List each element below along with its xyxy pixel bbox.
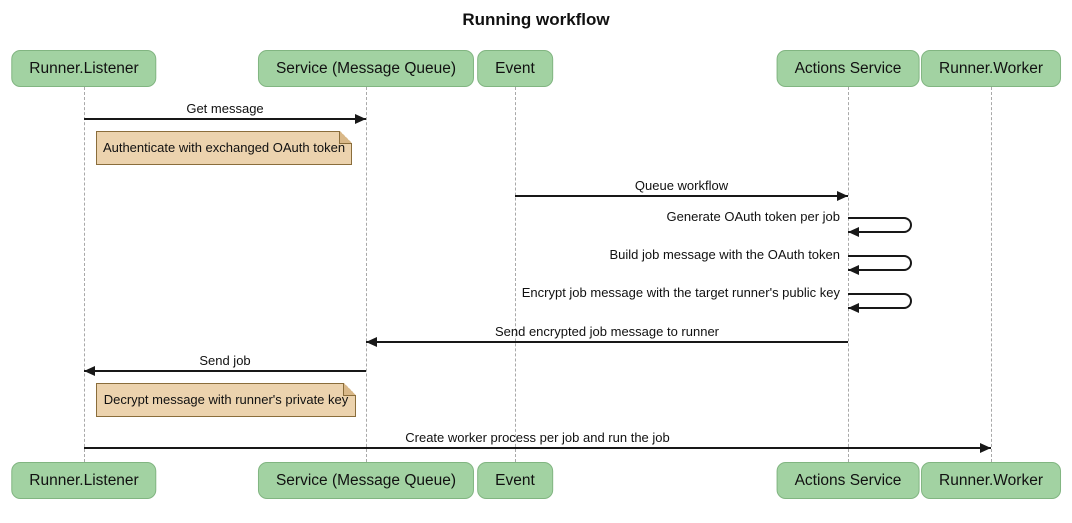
- message-line: [515, 195, 848, 197]
- self-message-loop: [848, 255, 912, 271]
- actor-box-top-event: Event: [477, 50, 553, 87]
- self-message-label: Build job message with the OAuth token: [609, 247, 840, 262]
- self-message-label: Generate OAuth token per job: [666, 209, 840, 224]
- arrowhead-icon: [355, 114, 366, 124]
- message-label: Send encrypted job message to runner: [494, 324, 720, 339]
- message-label: Create worker process per job and run th…: [405, 430, 670, 445]
- self-message-loop: [848, 217, 912, 233]
- actor-box-bottom-actions-service: Actions Service: [776, 462, 920, 499]
- note-box: Decrypt message with runner's private ke…: [96, 383, 356, 417]
- note-label: Authenticate with exchanged OAuth token: [102, 140, 346, 155]
- diagram-title: Running workflow: [462, 10, 610, 29]
- lifeline-service-message-queue: [366, 87, 367, 462]
- message-line: [84, 370, 366, 372]
- note-label: Decrypt message with runner's private ke…: [103, 392, 349, 407]
- arrowhead-icon: [848, 303, 859, 313]
- arrowhead-icon: [980, 443, 991, 453]
- arrowhead-icon: [366, 337, 377, 347]
- lifeline-runner-listener: [84, 87, 85, 462]
- self-message-loop: [848, 293, 912, 309]
- message-line: [84, 447, 991, 449]
- message-line: [84, 118, 366, 120]
- actor-box-bottom-runner-listener: Runner.Listener: [11, 462, 157, 499]
- actor-box-bottom-event: Event: [477, 462, 553, 499]
- arrowhead-icon: [848, 227, 859, 237]
- lifeline-event: [515, 87, 516, 462]
- actor-box-top-runner-listener: Runner.Listener: [11, 50, 157, 87]
- message-line: [366, 341, 848, 343]
- arrowhead-icon: [837, 191, 848, 201]
- arrowhead-icon: [848, 265, 859, 275]
- actor-box-top-runner-worker: Runner.Worker: [921, 50, 1061, 87]
- actor-box-top-service-message-queue: Service (Message Queue): [257, 50, 475, 87]
- note-box: Authenticate with exchanged OAuth token: [96, 131, 352, 165]
- actor-box-top-actions-service: Actions Service: [776, 50, 920, 87]
- message-label: Queue workflow: [634, 178, 729, 193]
- message-label: Get message: [186, 101, 264, 116]
- note-fold-corner: [343, 383, 356, 396]
- arrowhead-icon: [84, 366, 95, 376]
- self-message-label: Encrypt job message with the target runn…: [521, 285, 840, 300]
- message-label: Send job: [199, 353, 251, 368]
- note-fold-corner: [339, 131, 352, 144]
- actor-box-bottom-service-message-queue: Service (Message Queue): [257, 462, 475, 499]
- actor-box-bottom-runner-worker: Runner.Worker: [921, 462, 1061, 499]
- lifeline-runner-worker: [991, 87, 992, 462]
